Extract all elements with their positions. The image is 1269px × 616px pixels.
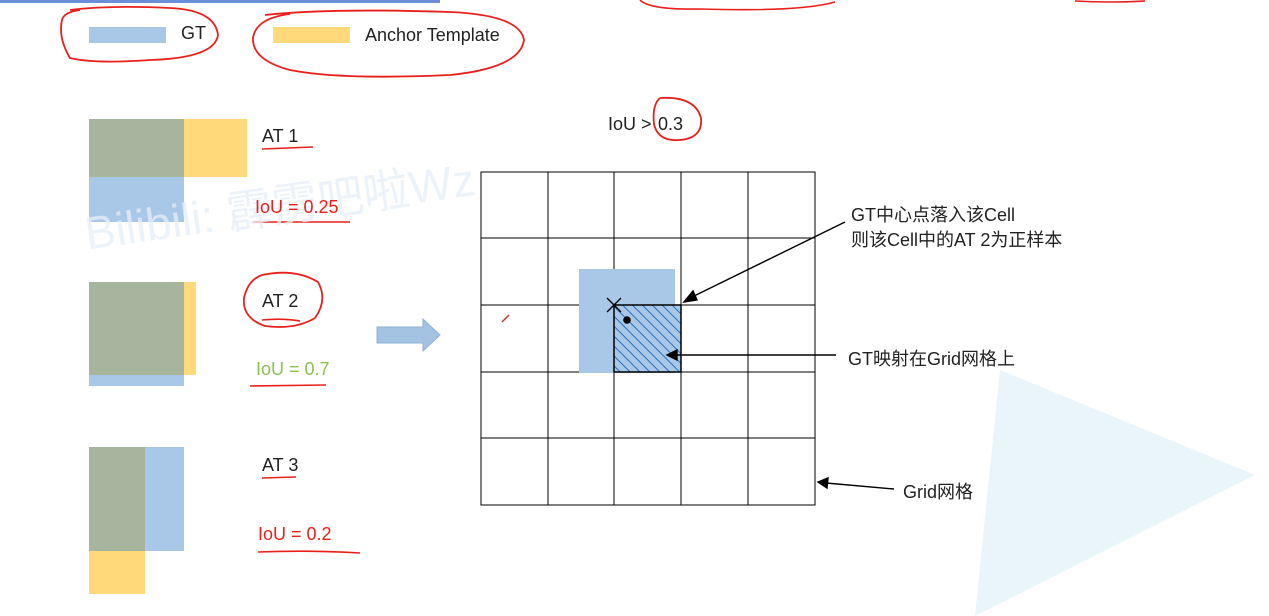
annotation-center-line2: 则该Cell中的AT 2为正样本 [851,230,1063,250]
arrow-to-grid-line [825,482,895,490]
at1-name-underline [261,146,314,150]
threshold-value: 0.3 [658,114,684,134]
at2-iou-underline [249,384,327,387]
legend-gt-swatch [89,27,166,43]
legend-anchor-label: Anchor Template [365,25,500,45]
at2-iou: IoU = 0.7 [256,359,330,379]
arrow-to-grid-head [816,476,829,490]
at3-iou-underline [257,550,361,554]
at1-overlap [89,119,184,177]
arrow-to-hatched-head [665,348,678,362]
annotation-center-line1: GT中心点落入该Cell [851,205,1016,225]
legend-gt-label: GT [181,23,206,43]
top-bar-decoration [0,0,440,3]
at3-overlap [89,447,145,551]
arrow-to-cell-line [691,221,846,298]
top-red-mark-1 [639,0,836,11]
at2-circle-mark [242,271,324,328]
at2-name-underline [261,318,301,322]
at1-name: AT 1 [262,126,299,146]
arrow-to-cell-head [682,289,699,303]
at3-name-underline [261,476,297,479]
at1-iou: IoU = 0.25 [255,197,339,217]
at2-name: AT 2 [262,291,299,311]
annotation-mapped: GT映射在Grid网格上 [848,349,1016,369]
cell-center-dot [623,316,631,324]
annotation-grid: Grid网格 [903,482,974,502]
at2-overlap [89,282,184,375]
legend-anchor-circle-mark [252,9,525,78]
at3-name: AT 3 [262,455,299,475]
legend-anchor-swatch [273,27,350,43]
gt-center-cross-b [606,297,622,313]
hatched-cell [613,304,682,373]
top-red-mark-2 [1074,0,1146,3]
threshold-circle-mark [652,96,703,142]
threshold-prefix: IoU > [608,114,652,134]
right-block-arrow [376,317,441,353]
legend-gt-circle-mark [60,5,219,63]
background-triangle-decoration [975,370,1255,616]
at3-iou: IoU = 0.2 [258,524,332,544]
small-pen-mark [501,314,510,323]
